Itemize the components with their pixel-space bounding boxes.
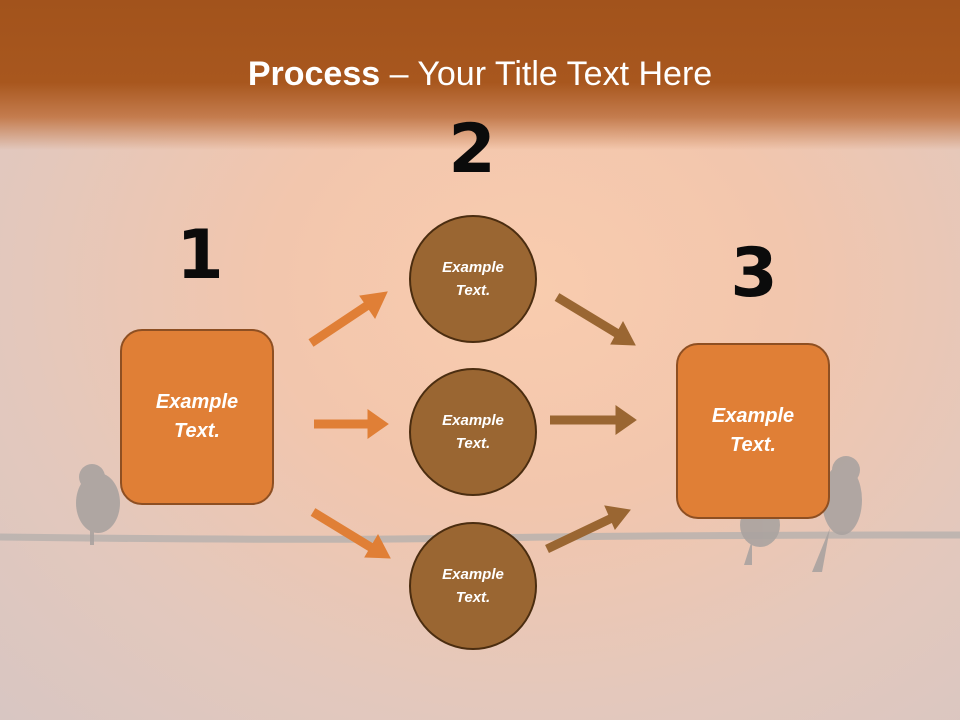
arrow-down-right-right — [554, 293, 636, 346]
step-number-1: 1 — [176, 216, 224, 295]
step-box-1: Example Text. — [120, 329, 274, 505]
arrow-right-left — [314, 409, 389, 439]
arrow-right-right — [550, 405, 637, 435]
title-rest: – Your Title Text Here — [380, 55, 713, 93]
arrow-down-right-left — [310, 508, 391, 559]
circle-bottom: Example Text. — [409, 522, 537, 650]
arrow-up-right-right — [545, 505, 631, 554]
step-number-2: 2 — [448, 110, 496, 189]
circle-middle: Example Text. — [409, 368, 537, 496]
header-band — [0, 0, 960, 150]
bird-silhouette-left — [76, 464, 120, 545]
step-number-3: 3 — [730, 234, 778, 313]
circle-top: Example Text. — [409, 215, 537, 343]
slide-title: Process – Your Title Text Here — [0, 52, 960, 96]
arrow-up-right-left — [308, 291, 388, 347]
title-bold: Process — [247, 55, 381, 93]
step-box-3: Example Text. — [676, 343, 830, 519]
bird-silhouette-right-2 — [812, 456, 862, 572]
